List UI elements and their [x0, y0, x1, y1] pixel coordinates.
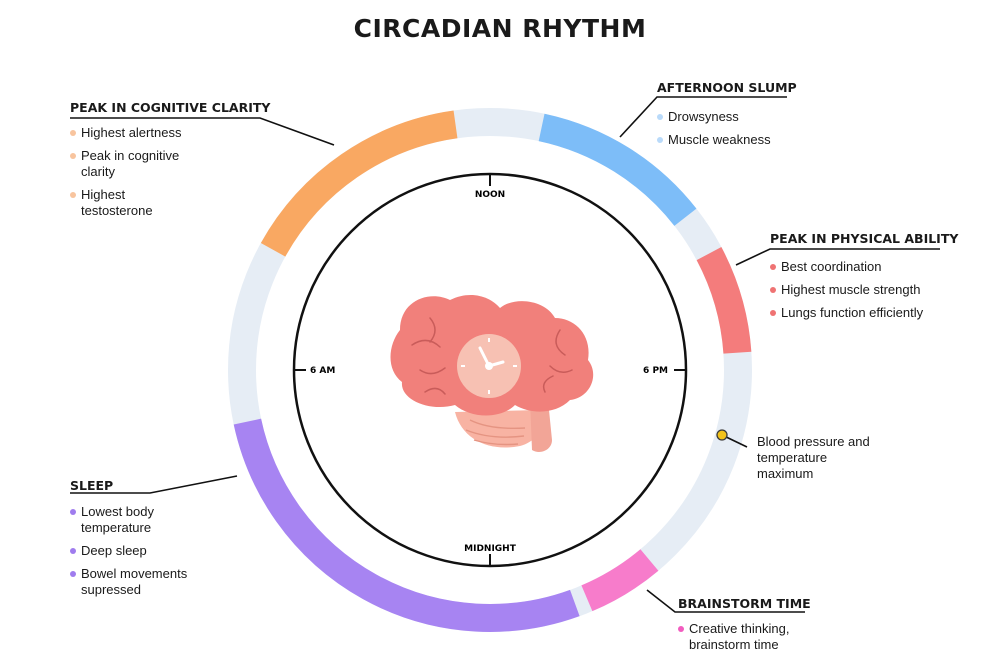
heading-physical-ability: PEAK IN PHYSICAL ABILITY [770, 231, 959, 246]
list-item: Drowsyness [657, 109, 817, 125]
list-afternoon-slump: Drowsyness Muscle weakness [657, 109, 817, 155]
leader-physical [735, 248, 940, 266]
arc-afternoon-slump [538, 113, 697, 227]
blood-pressure-marker [716, 429, 728, 441]
leader-slump [619, 96, 787, 138]
list-physical-ability: Best coordination Highest muscle strengt… [770, 259, 945, 328]
heading-afternoon-slump: AFTERNOON SLUMP [657, 80, 797, 95]
list-item: Peak in cognitive clarity [70, 148, 200, 180]
list-item: Muscle weakness [657, 132, 817, 148]
list-item: Lowest body temperature [70, 504, 205, 536]
list-item: Best coordination [770, 259, 945, 275]
brain-clock-icon [390, 294, 594, 452]
leader-brainstorm [646, 589, 805, 613]
list-item: Lungs function efficiently [770, 305, 945, 321]
arc-sleep [233, 418, 580, 632]
list-brainstorm-time: Creative thinking, brainstorm time [678, 621, 828, 660]
blood-pressure-note: Blood pressure and temperature maximum [757, 434, 870, 481]
leader-sleep [70, 475, 238, 494]
arc-brainstorm-time [581, 549, 659, 612]
heading-cognitive-clarity: PEAK IN COGNITIVE CLARITY [70, 100, 271, 115]
list-sleep: Lowest body temperature Deep sleep Bowel… [70, 504, 205, 605]
label-midnight: MIDNIGHT [464, 544, 517, 554]
brainstem-shape [530, 400, 552, 452]
diagram-title: CIRCADIAN RHYTHM [353, 14, 647, 43]
heading-sleep: SLEEP [70, 478, 114, 493]
list-item: Creative thinking, brainstorm time [678, 621, 828, 653]
list-item: Highest alertness [70, 125, 200, 141]
list-item: Deep sleep [70, 543, 205, 559]
cerebellum-shape [455, 410, 543, 448]
list-cognitive-clarity: Highest alertness Peak in cognitive clar… [70, 125, 200, 226]
label-6am: 6 AM [310, 366, 335, 376]
arc-cognitive-clarity [260, 110, 458, 257]
list-item: Bowel movements supressed [70, 566, 205, 598]
leader-cognitive [70, 117, 335, 146]
arc-physical-ability [696, 247, 752, 354]
label-6pm: 6 PM [643, 366, 668, 376]
heading-brainstorm-time: BRAINSTORM TIME [678, 596, 811, 611]
label-noon: NOON [475, 190, 505, 200]
list-item: Highest muscle strength [770, 282, 945, 298]
list-item: Highest testosterone [70, 187, 200, 219]
